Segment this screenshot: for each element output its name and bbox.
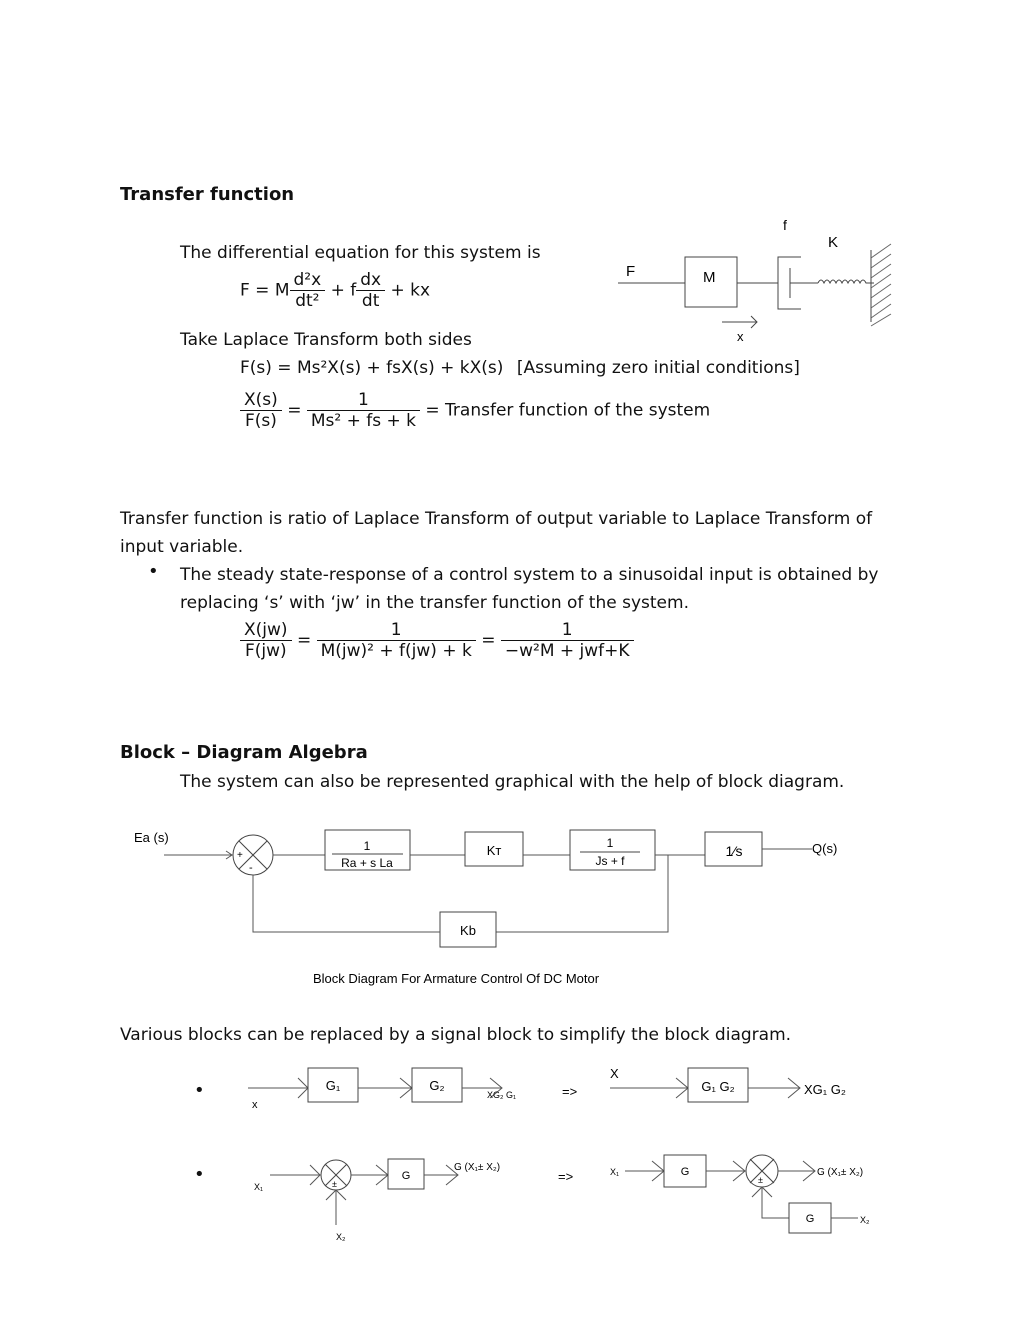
plus-sign: + — [237, 850, 243, 861]
eq2-lhs: F(s) = — [240, 358, 292, 378]
rule2-bullet: • — [194, 1164, 205, 1185]
spring-label: K — [828, 234, 838, 251]
force-label: F — [626, 263, 635, 280]
torque-constant-block — [464, 831, 524, 867]
eq4-num2: 1 — [316, 620, 476, 641]
mass-spring-damper-diagram: F M f K x — [618, 217, 892, 344]
rule2b-output-label: G (X₁± X₂) — [817, 1167, 863, 1178]
integrator-label: 1⁄s — [725, 843, 742, 859]
mass-block — [684, 256, 738, 308]
eq3-tail: = Transfer function of the system — [425, 400, 711, 421]
simplify-text: Various blocks can be replaced by a sign… — [120, 1025, 792, 1045]
eq3-den: F(s) — [244, 411, 277, 431]
rule2-output-label: G (X₁± X₂) — [454, 1162, 500, 1173]
rule1-input2-label: X — [610, 1066, 619, 1081]
eq1-den1: dt² — [295, 291, 320, 311]
section-heading-block-diagram: Block – Diagram Algebra — [120, 742, 368, 763]
rule2-arrow: => — [558, 1169, 573, 1184]
eq3-num2: 1 — [306, 390, 420, 411]
damper-label: f — [783, 217, 787, 233]
displacement-label: x — [737, 329, 744, 344]
eq2-rhs: Ms²X(s) + fsX(s) + kX(s) — [296, 358, 504, 378]
g1g2-label: G₁ G₂ — [701, 1079, 734, 1094]
rule2b-feedback-g-block — [788, 1202, 832, 1234]
eq3-num: X(s) — [240, 390, 282, 411]
eq1-mid: + f — [330, 280, 357, 301]
cascade-rule-diagram: x G₁ G₂ XG₂ G₁ => X G₁ G₂ XG₁ G₂ — [248, 1066, 846, 1111]
back-emf-block — [439, 911, 497, 948]
mass-label: M — [703, 269, 716, 286]
back-emf-label: Kb — [460, 923, 476, 938]
block-diagram-caption: Block Diagram For Armature Control Of DC… — [313, 971, 600, 986]
minus-sign: - — [249, 862, 253, 874]
eq3-eq: = — [287, 400, 302, 421]
bullet-dot: • — [148, 561, 159, 582]
rule1-output-label: XG₂ G₁ — [487, 1090, 516, 1100]
rule1-bullet: • — [194, 1080, 205, 1101]
tf-intro-text: The differential equation for this syste… — [180, 243, 541, 263]
armature-num: 1 — [364, 839, 371, 853]
eq2-note: [Assuming zero initial conditions] — [516, 358, 800, 378]
eq4-den2: M(jw)² + f(jw) + k — [320, 641, 472, 661]
rule2-g-block — [387, 1158, 425, 1190]
rule2b-feedback-g-label: G — [806, 1213, 815, 1225]
load-block — [569, 829, 656, 871]
g1-block — [307, 1067, 359, 1103]
g1-label: G₁ — [326, 1078, 341, 1093]
g2-label: G₂ — [429, 1078, 444, 1093]
eq3-den2: Ms² + fs + k — [310, 411, 416, 431]
motor-output-label: Q(s) — [812, 841, 837, 856]
rule1-output2-label: XG₁ G₂ — [804, 1082, 846, 1097]
rule2b-sign: ± — [758, 1175, 763, 1185]
eq4-num3: 1 — [500, 620, 634, 641]
eq4-num: X(jw) — [240, 620, 292, 641]
laplace-intro-text: Take Laplace Transform both sides — [180, 330, 472, 350]
tf-definition: Transfer function is ratio of Laplace Tr… — [120, 509, 873, 557]
bullet-steady-state: The steady state-response of a control s… — [180, 565, 879, 613]
dc-motor-block-diagram: Ea (s) + - 1 Ra + s La Kᴛ 1 Js + f 1⁄s Q… — [134, 829, 837, 986]
section-heading-transfer-function: Transfer function — [120, 184, 295, 205]
eq1-den2: dt — [361, 291, 380, 311]
eq4-den: F(jw) — [244, 641, 287, 661]
eq4-den3: −w²M + jwf+K — [504, 641, 630, 661]
eq1-lhs: F = M — [240, 280, 290, 301]
eq1-num2: dx — [356, 270, 386, 291]
armature-den: Ra + s La — [341, 856, 393, 870]
rule1-arrow: => — [562, 1084, 577, 1099]
load-num: 1 — [607, 836, 614, 850]
rule2-x2-label: X₂ — [336, 1232, 346, 1242]
rule2-x1-label: X₁ — [254, 1182, 263, 1192]
rule2b-g-label: G — [681, 1166, 690, 1178]
laplace-equation: F(s) = Ms²X(s) + fsX(s) + kX(s) [Assumin… — [240, 358, 800, 378]
eq1-num1: d²x — [289, 270, 326, 291]
eq1-tail: + kx — [390, 280, 431, 301]
motor-input-label: Ea (s) — [134, 830, 169, 845]
load-den: Js + f — [595, 854, 625, 868]
block-diagram-intro: The system can also be represented graph… — [180, 772, 845, 792]
rule2b-x1-label: X₁ — [610, 1167, 619, 1177]
rule2-g-label: G — [402, 1170, 411, 1182]
g1g2-block — [687, 1067, 749, 1103]
rule2-sign: ± — [332, 1179, 337, 1189]
armature-block — [324, 829, 411, 871]
rule1-input-label: x — [252, 1099, 258, 1111]
rule2b-x2-label: X₂ — [860, 1215, 870, 1225]
torque-constant-label: Kᴛ — [487, 843, 502, 858]
g2-block — [411, 1067, 463, 1103]
summing-point-rule-diagram: X₁ ± X₂ G G (X₁± X₂) => X₁ G ± G (X₁± X₂… — [254, 1154, 870, 1242]
